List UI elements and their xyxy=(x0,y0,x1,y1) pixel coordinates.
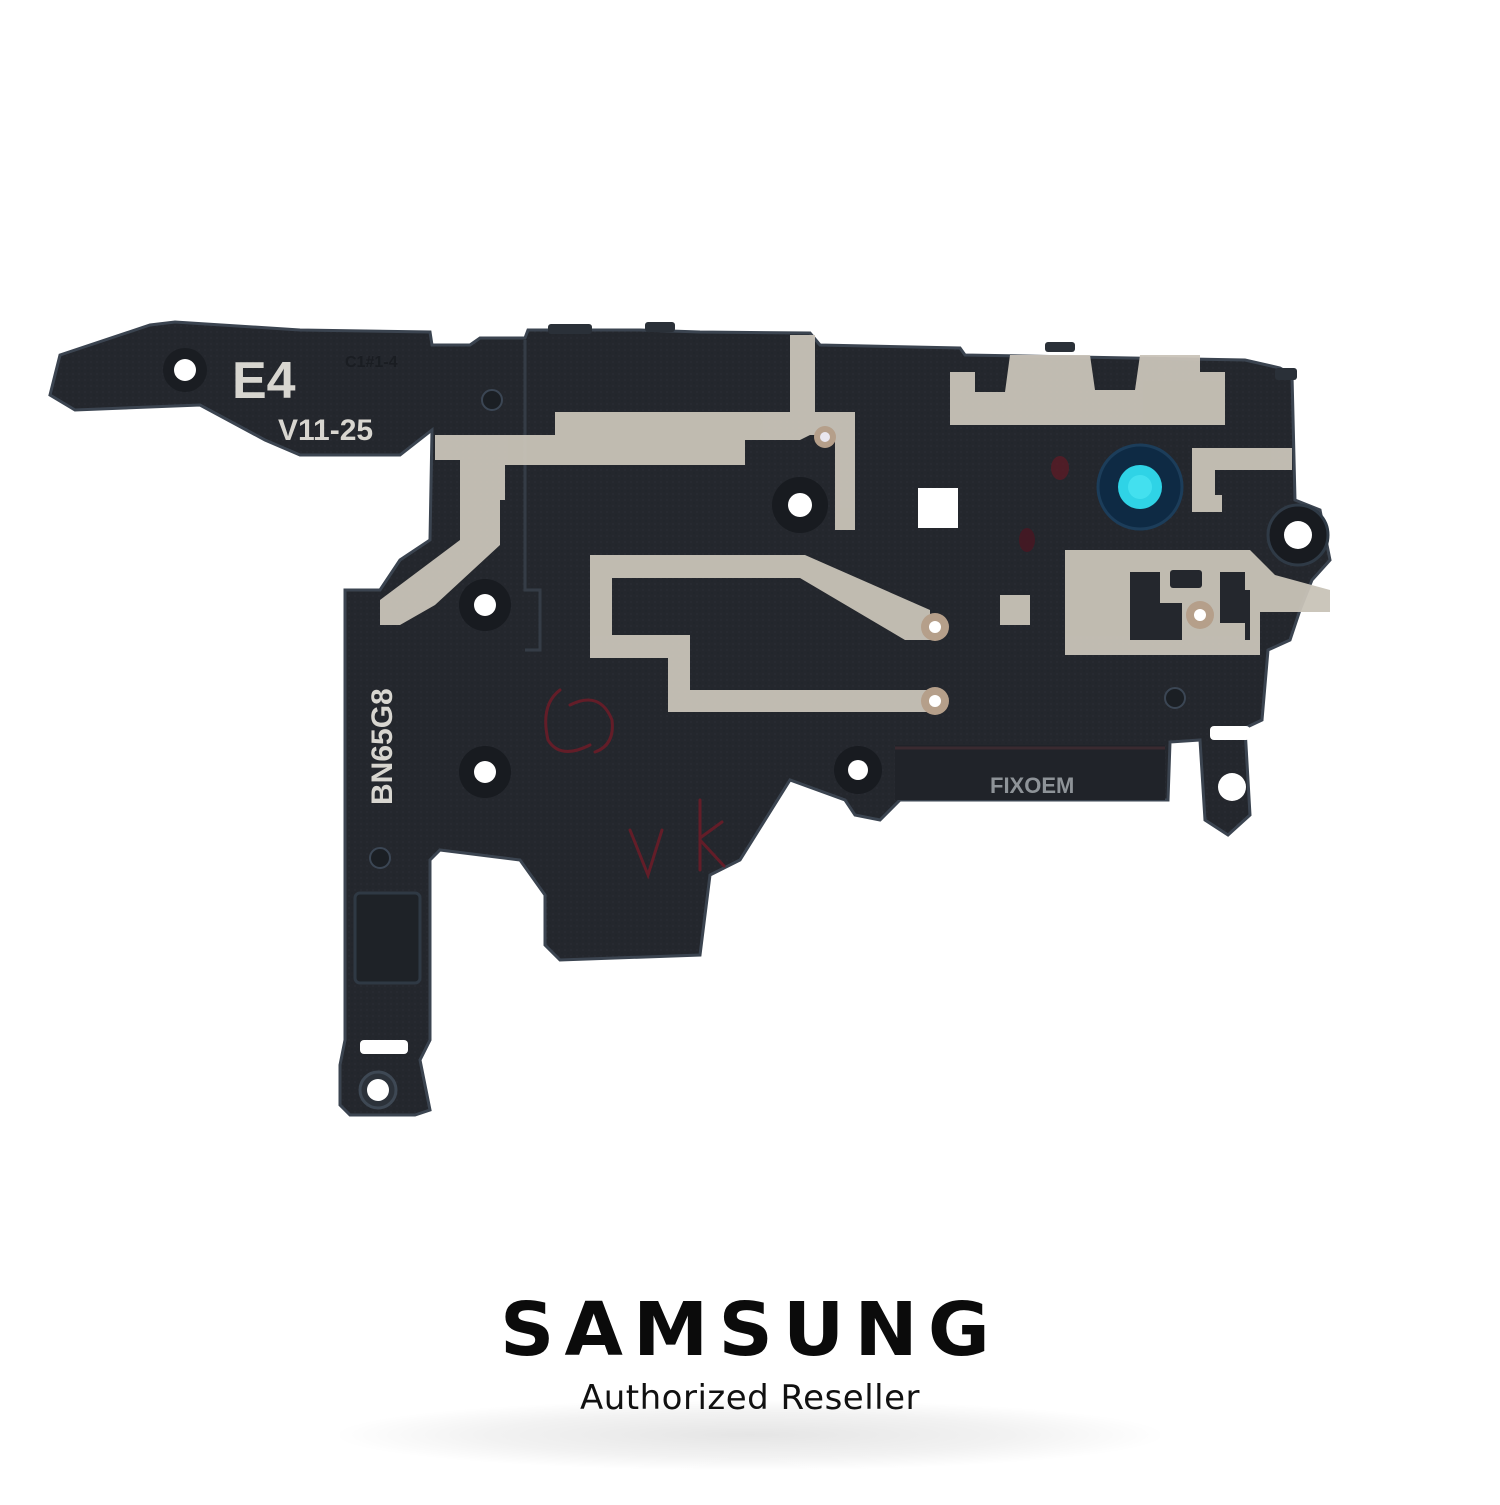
badge-shadow xyxy=(340,1400,1160,1470)
screw-hole-icon xyxy=(163,348,207,392)
screw-hole-icon xyxy=(834,746,882,794)
square-cutout xyxy=(918,488,958,528)
marking-part-number: BN65G8 xyxy=(366,688,399,805)
watermark-fixoem: FIXOEM xyxy=(990,773,1074,798)
screw-hole-icon xyxy=(1218,773,1246,801)
marking-code-small: C1#1-4 xyxy=(345,354,398,371)
slot-cutout xyxy=(1210,726,1250,740)
screw-hole-icon xyxy=(358,1070,398,1110)
screw-hole-icon xyxy=(1266,503,1330,567)
slot-cutout xyxy=(360,1040,408,1054)
handwritten-marks xyxy=(544,688,726,880)
brand-logo: SAMSUNG xyxy=(499,1287,1001,1373)
screw-holes xyxy=(163,348,1330,1110)
screw-hole-icon xyxy=(772,477,828,533)
sensor-lens-icon xyxy=(1096,443,1184,531)
marking-version: V11-25 xyxy=(278,414,373,447)
marking-code-large: E4 xyxy=(232,352,296,410)
screw-hole-icon xyxy=(459,579,511,631)
screw-hole-icon xyxy=(459,746,511,798)
badge-tagline: Authorized Reseller xyxy=(579,1378,920,1418)
